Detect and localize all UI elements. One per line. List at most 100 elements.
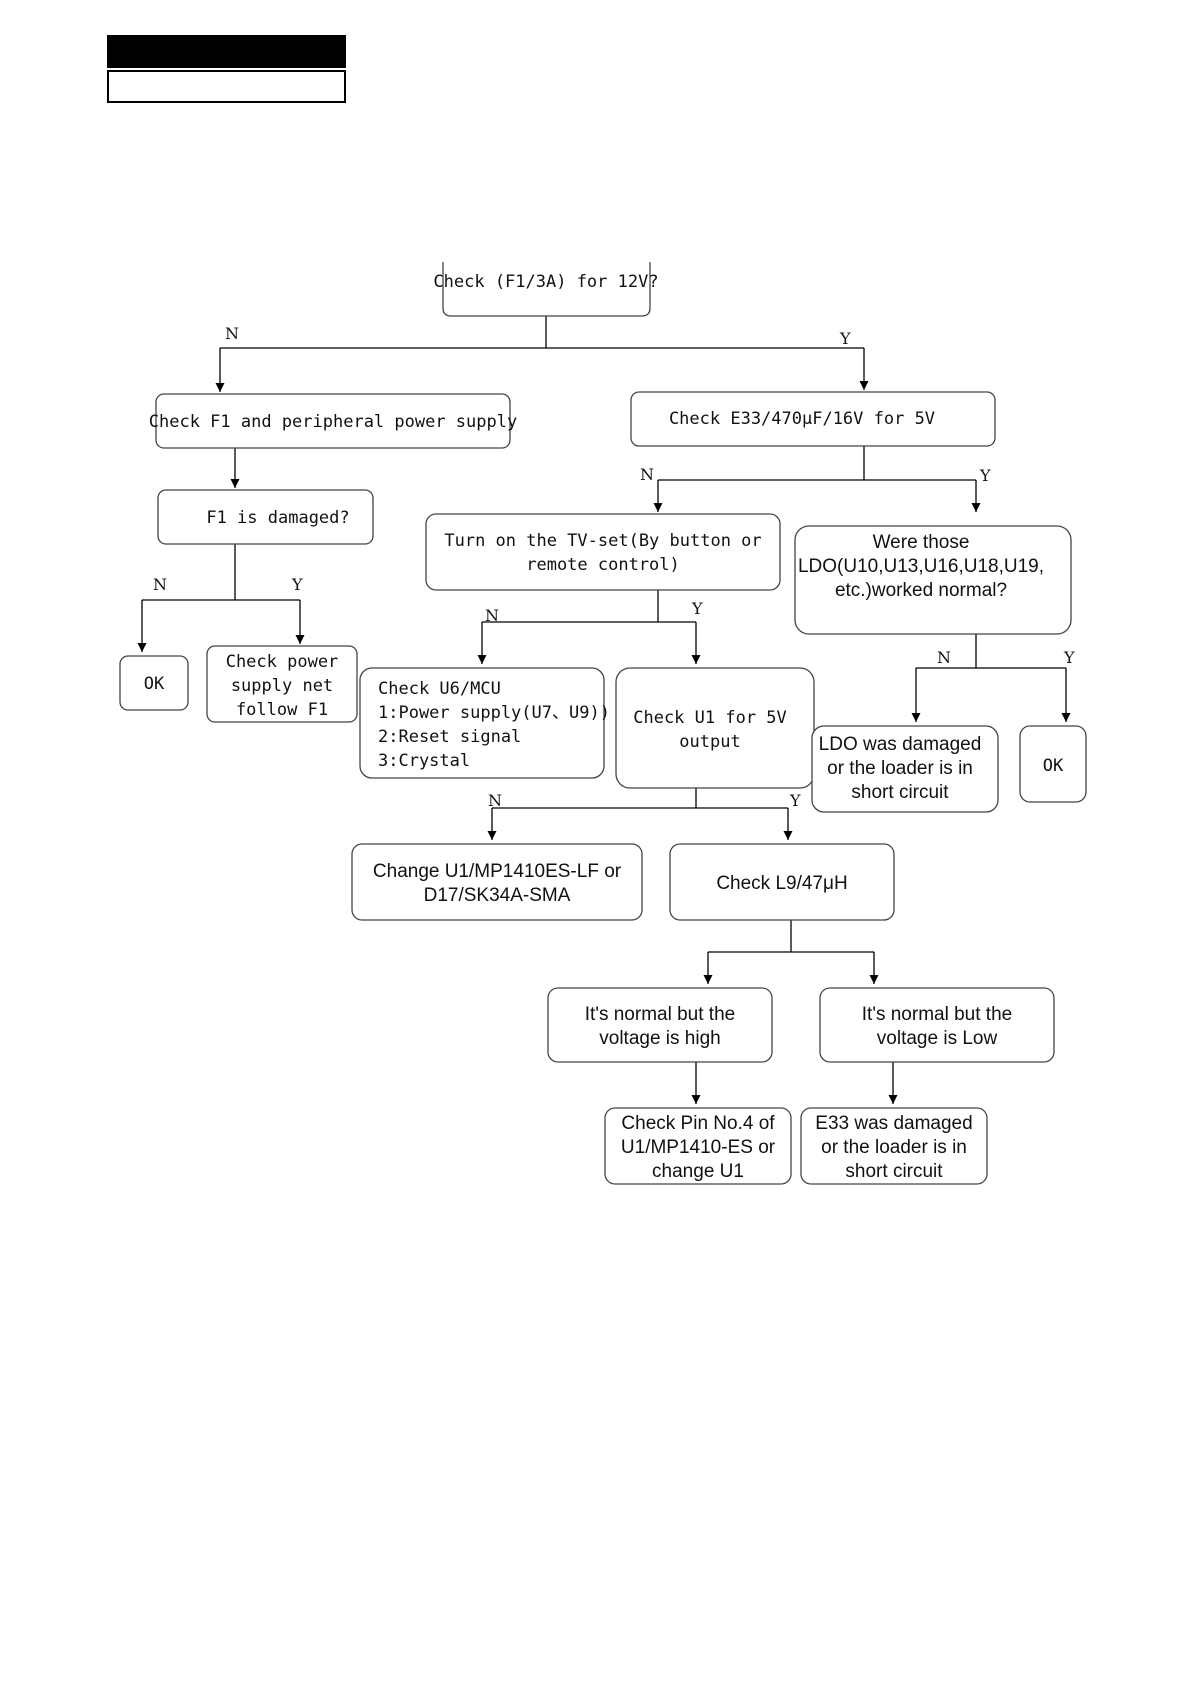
node-l9: Check L9/47μH xyxy=(669,843,895,921)
node-voltage-low-text: It's normal but the voltage is Low xyxy=(862,1004,1012,1049)
node-f1-check: Check F1 and peripheral power supply xyxy=(149,393,517,449)
node-u1-output-box xyxy=(615,667,815,789)
n-u6-line: 1:Power supply(U7、U9)) xyxy=(378,703,610,723)
node-f1-damaged: F1 is damaged? xyxy=(157,489,374,545)
node-turn-on: Turn on the TV-set(By button or remote co… xyxy=(425,513,781,591)
node-ok-left: OK xyxy=(119,655,189,711)
node-voltage-high-text: It's normal but the voltage is high xyxy=(585,1004,735,1049)
node-check-power-text: Check power supply net follow F1 xyxy=(226,652,339,720)
n-check-power-line: Check power xyxy=(226,652,339,672)
n-change-u1-line: D17/SK34A-SMA xyxy=(424,885,571,906)
n-check-power-line: supply net xyxy=(231,676,333,696)
n-f1-check-line: Check F1 and peripheral power supply xyxy=(149,412,517,432)
node-ok-right: OK xyxy=(1019,725,1087,803)
n-turn-on-line: Turn on the TV-set(By button or xyxy=(444,531,761,551)
n-high-line: It's normal but the xyxy=(585,1004,735,1025)
n-ldo-dmg-line: LDO was damaged xyxy=(819,734,982,755)
node-root-text: Check (F1/3A) for 12V? xyxy=(433,272,658,292)
node-f1-damaged-box xyxy=(157,489,374,545)
n-u6-line: Check U6/MCU xyxy=(378,679,501,699)
node-l9-box xyxy=(669,843,895,921)
node-ok-left-text: OK xyxy=(144,674,165,694)
node-change-u1: Change U1/MP1410ES-LF or D17/SK34A-SMA xyxy=(351,843,643,921)
n-ldo-q-line: LDO(U10,U13,U16,U18,U19, xyxy=(798,556,1044,577)
n-f1-damaged-line: F1 is damaged? xyxy=(206,508,349,528)
n-check-power-line: follow F1 xyxy=(236,700,328,720)
node-voltage-high-box xyxy=(547,987,773,1063)
label-e33-n: N xyxy=(640,465,654,484)
n-ldo-dmg-line: short circuit xyxy=(851,782,949,803)
node-f1-check-box xyxy=(155,393,511,449)
label-ldo-y: Y xyxy=(1063,648,1075,667)
node-ok-left-box xyxy=(119,655,189,711)
node-check-power: Check power supply net follow F1 xyxy=(206,645,358,723)
node-voltage-low-box xyxy=(819,987,1055,1063)
node-u6-box xyxy=(359,667,605,779)
node-pin4-box xyxy=(604,1107,792,1185)
node-check-power-box xyxy=(206,645,358,723)
node-ldo-damaged-text: LDO was damaged or the loader is in short … xyxy=(819,734,982,803)
node-e33-damaged-box xyxy=(800,1107,988,1185)
label-root-y: Y xyxy=(839,329,851,348)
n-turn-on-line: remote control) xyxy=(526,555,680,575)
node-root-box xyxy=(442,262,651,317)
label-turn-y: Y xyxy=(691,599,703,618)
node-f1-check-text: Check F1 and peripheral power supply xyxy=(149,412,517,432)
node-f1-damaged-text: F1 is damaged? xyxy=(206,508,349,528)
label-e33-y: Y xyxy=(979,466,991,485)
node-ok-right-box xyxy=(1019,725,1087,803)
label-f1-n: N xyxy=(153,575,167,594)
n-pin4-line: change U1 xyxy=(652,1161,744,1182)
header-outline-box xyxy=(107,70,346,103)
n-ok-left-line: OK xyxy=(144,674,165,694)
header-black-bar xyxy=(107,35,346,68)
node-e33-box xyxy=(630,391,996,447)
n-low-line: voltage is Low xyxy=(877,1028,998,1049)
node-turn-on-text: Turn on the TV-set(By button or remote co… xyxy=(444,531,761,575)
node-pin4: Check Pin No.4 of U1/MP1410-ES or change U… xyxy=(604,1107,792,1185)
node-ldo-damaged-box xyxy=(811,725,999,813)
n-pin4-line: U1/MP1410-ES or xyxy=(621,1137,776,1158)
label-u1-y: Y xyxy=(789,791,801,810)
node-turn-on-box xyxy=(425,513,781,591)
node-pin4-text: Check Pin No.4 of U1/MP1410-ES or change U… xyxy=(621,1113,776,1182)
node-voltage-low: It's normal but the voltage is Low xyxy=(819,987,1055,1063)
n-ok-right-line: OK xyxy=(1043,756,1064,776)
connector-lines xyxy=(137,314,1071,1104)
label-u1-n: N xyxy=(488,791,502,810)
n-u6-line: 2:Reset signal xyxy=(378,727,521,747)
node-e33: Check E33/470μF/16V for 5V xyxy=(630,391,996,447)
label-ldo-n: N xyxy=(937,648,951,667)
node-ldo-damaged: LDO was damaged or the loader is in short … xyxy=(811,725,999,813)
node-e33-text: Check E33/470μF/16V for 5V xyxy=(669,409,935,429)
n-u1-out-line: Check U1 for 5V xyxy=(633,708,787,728)
label-root-n: N xyxy=(225,324,239,343)
n-l9-line: Check L9/47μH xyxy=(716,873,847,894)
n-pin4-line: Check Pin No.4 of xyxy=(621,1113,775,1134)
n-change-u1-line: Change U1/MP1410ES-LF or xyxy=(373,861,622,882)
n-u1-out-line: output xyxy=(679,732,740,752)
node-root: Check (F1/3A) for 12V? xyxy=(433,262,659,317)
node-l9-text: Check L9/47μH xyxy=(716,873,847,894)
label-f1-y: Y xyxy=(291,575,303,594)
n-root-line: Check (F1/3A) for 12V? xyxy=(433,272,658,292)
n-ldo-q-line: etc.)worked normal? xyxy=(835,580,1007,601)
node-change-u1-box xyxy=(351,843,643,921)
n-e33-line: Check E33/470μF/16V for 5V xyxy=(669,409,935,429)
node-change-u1-text: Change U1/MP1410ES-LF or D17/SK34A-SMA xyxy=(373,861,622,906)
n-e33-dmg-line: E33 was damaged xyxy=(815,1113,972,1134)
node-u6-text: Check U6/MCU 1:Power supply(U7、U9)) 2:Rese… xyxy=(378,679,610,771)
node-u6: Check U6/MCU 1:Power supply(U7、U9)) 2:Rese… xyxy=(359,667,610,779)
n-ldo-q-line: Were those xyxy=(873,532,970,553)
node-u1-output: Check U1 for 5V output xyxy=(615,667,815,789)
node-ok-right-text: OK xyxy=(1043,756,1064,776)
branch-labels: N Y N Y N Y N Y N Y N Y xyxy=(153,324,1075,810)
n-low-line: It's normal but the xyxy=(862,1004,1012,1025)
n-e33-dmg-line: short circuit xyxy=(845,1161,943,1182)
n-high-line: voltage is high xyxy=(599,1028,720,1049)
n-ldo-dmg-line: or the loader is in xyxy=(827,758,973,779)
